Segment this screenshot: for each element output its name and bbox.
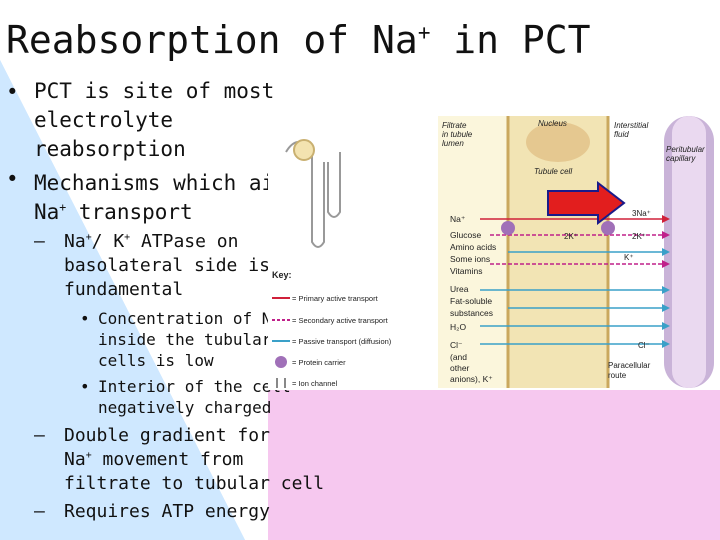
paracellular-label-1: Paracellular — [608, 361, 651, 370]
filtrate-label-1: Filtrate — [442, 121, 467, 130]
pink-panel — [268, 390, 720, 540]
solute-water: H₂O — [450, 322, 466, 332]
bullet-1-text: PCT is site of most electrolyte reabsorp… — [34, 79, 275, 161]
solute-na: Na⁺ — [450, 214, 466, 224]
bullet-1: • — [6, 78, 19, 107]
k-plus-label: K⁺ — [624, 253, 634, 262]
ion-channel-icon — [276, 378, 286, 388]
sub-bullet-1: Na+/ K+ ATPase on basolateral side is fu… — [64, 231, 270, 300]
bullet-dot: • — [6, 80, 19, 104]
filtrate-label-2: in tubule — [442, 130, 473, 139]
peritubular-label-1: Peritubular — [666, 145, 705, 154]
nephron-sketch — [285, 139, 341, 248]
figure-svg: Filtrate in tubule lumen Nucleus Interst… — [272, 116, 714, 388]
key-passive: = Passive transport (diffusion) — [292, 337, 392, 346]
solute-vitamins: Vitamins — [450, 266, 482, 276]
key-ion-channel: = Ion channel — [292, 379, 338, 388]
nucleus-label: Nucleus — [538, 119, 567, 128]
bullet-2-text: Mechanisms which aid Na+ transport — [34, 171, 287, 224]
cl-minus-label: Cl⁻ — [638, 341, 650, 350]
subsub-1-dot: • — [80, 309, 90, 328]
solute-urea: Urea — [450, 284, 469, 294]
solute-substances: substances — [450, 308, 493, 318]
transport-arrows — [480, 215, 670, 348]
bullet-dot: • — [6, 167, 19, 191]
sub-bullet-3: Requires ATP energy — [64, 501, 270, 522]
solute-and: (and — [450, 352, 467, 362]
interstitial-label-2: fluid — [614, 130, 629, 139]
sub-bullet-2-dash: – — [34, 425, 45, 446]
solute-cl: Cl⁻ — [450, 340, 463, 350]
filtrate-label-3: lumen — [442, 139, 464, 148]
na3-out: 3Na⁺ — [632, 209, 651, 218]
key-secondary: = Secondary active transport — [292, 316, 389, 325]
subsub-bullet-2: Interior of the cell negatively charged — [98, 377, 291, 417]
interstitial-label-1: Interstitial — [614, 121, 648, 130]
paracellular-label-2: route — [608, 371, 627, 380]
peritubular-label-2: capillary — [666, 154, 696, 163]
big-red-arrow-icon — [547, 181, 626, 225]
key-carrier: = Protein carrier — [292, 358, 346, 367]
pct-reabsorption-figure: Filtrate in tubule lumen Nucleus Interst… — [268, 112, 720, 390]
k2-in-cell: 2K⁺ — [564, 232, 578, 241]
sub-bullet-1-dash: – — [34, 231, 45, 252]
solute-some-ions: Some ions — [450, 254, 490, 264]
sub-bullet-3-dash: – — [34, 501, 45, 522]
solute-other: other — [450, 363, 470, 373]
slide-title: Reabsorption of Na+ in PCT — [6, 18, 591, 62]
nucleus-shape — [526, 122, 590, 162]
solute-fat-soluble: Fat-soluble — [450, 296, 492, 306]
key-title: Key: — [272, 270, 292, 280]
sub-bullet-2: Double gradient for Na+ movement from fi… — [64, 425, 325, 494]
subsub-2-dot: • — [80, 377, 90, 396]
key-primary: = Primary active transport — [292, 294, 379, 303]
filtrate-lumen — [438, 116, 508, 388]
k2-out: 2K⁺ — [632, 232, 646, 241]
carrier-basolateral — [601, 221, 615, 235]
solute-amino-acids: Amino acids — [450, 242, 496, 252]
bullet-2: • — [6, 165, 19, 194]
tubule-cell-label: Tubule cell — [534, 167, 572, 176]
solute-anions-k: anions), K⁺ — [450, 374, 493, 384]
solute-glucose: Glucose — [450, 230, 481, 240]
carrier-apical — [501, 221, 515, 235]
subsub-bullet-1: Concentration of Na+ inside the tubular … — [98, 309, 286, 370]
